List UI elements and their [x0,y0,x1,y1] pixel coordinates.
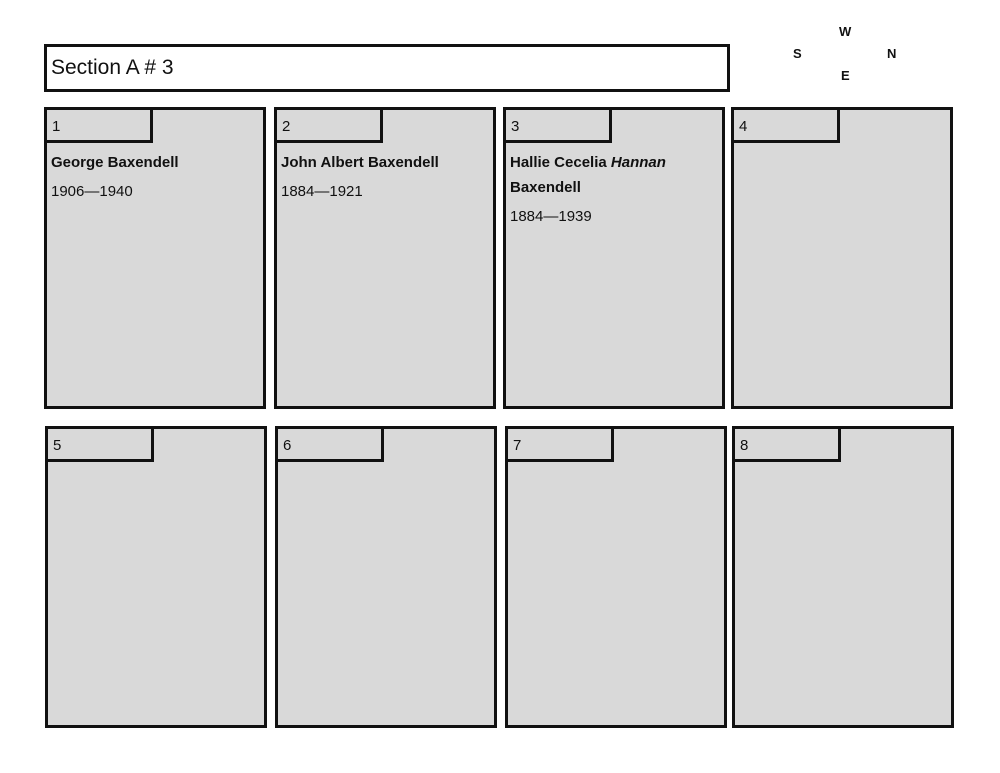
plot-3: 3 Hallie Cecelia Hannan Baxendell 1884—1… [503,107,725,409]
section-title-box: Section A # 3 [44,44,730,92]
plot-number: 8 [735,429,841,462]
interment-name: John Albert Baxendell [281,154,439,171]
plot-number: 2 [277,110,383,143]
plot-5: 5 [45,426,267,728]
plot-7: 7 [505,426,727,728]
compass-south: S [793,46,802,61]
plot-6: 6 [275,426,497,728]
plot-number: 5 [48,429,154,462]
interment-dates: 1884—1939 [510,208,592,225]
compass-west: W [839,24,852,39]
plot-4: 4 [731,107,953,409]
plot-8: 8 [732,426,954,728]
interment-name: Hallie Cecelia Hannan Baxendell [510,154,666,196]
plot-number: 6 [278,429,384,462]
interment-dates: 1884—1921 [281,183,363,200]
plot-number: 4 [734,110,840,143]
plot-1: 1 George Baxendell 1906—1940 [44,107,266,409]
plot-number: 1 [47,110,153,143]
plot-number: 3 [506,110,612,143]
interment-name: George Baxendell [51,154,179,171]
compass-north: N [887,46,897,61]
interment-dates: 1906—1940 [51,183,133,200]
maiden-name: Hannan [610,154,666,171]
section-title: Section A # 3 [51,56,174,79]
plot-2: 2 John Albert Baxendell 1884—1921 [274,107,496,409]
plot-number: 7 [508,429,614,462]
compass-east: E [841,68,850,83]
